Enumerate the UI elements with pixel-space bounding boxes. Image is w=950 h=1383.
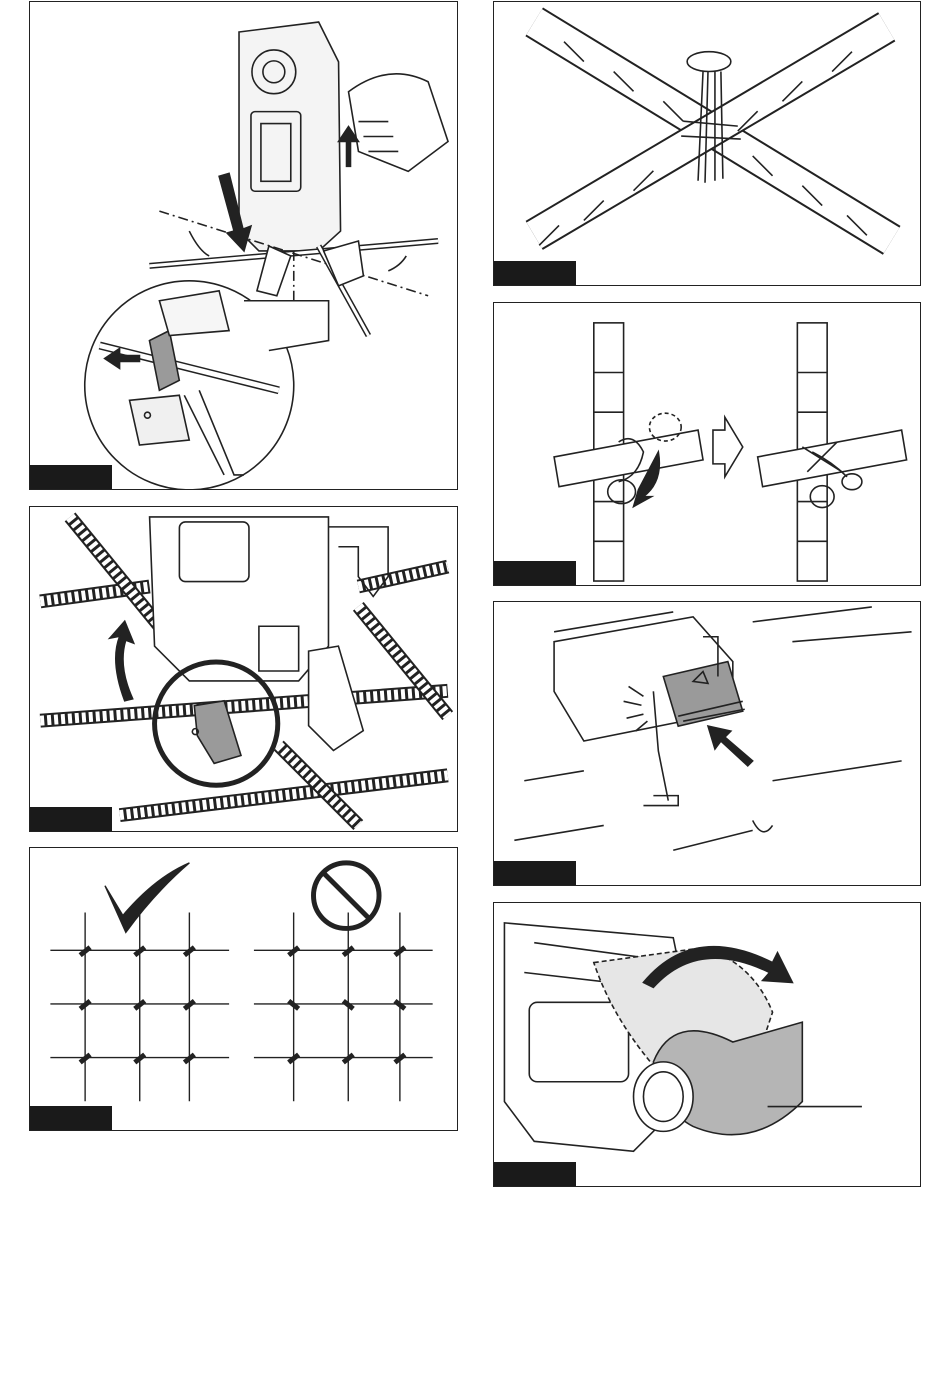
cover-rotate-icon xyxy=(494,903,920,1186)
figure-number-tab xyxy=(494,1162,576,1186)
figure-panel-cover-rotate xyxy=(493,902,921,1187)
figure-number-tab xyxy=(30,1106,112,1130)
figure-panel-tool-grid xyxy=(29,506,458,832)
figure-number-tab xyxy=(30,465,112,489)
figure-panel-wire-tie xyxy=(493,1,921,286)
figure-number-tab xyxy=(494,261,576,285)
figure-number-tab xyxy=(494,861,576,885)
check-icon xyxy=(105,863,189,933)
figure-panel-release-lever xyxy=(493,601,921,886)
wire-tie-icon xyxy=(494,2,920,285)
figure-panel-grid-comparison xyxy=(29,847,458,1131)
figure-panel-tie-twist xyxy=(493,302,921,586)
figure-panel-tool-cutting xyxy=(29,1,458,490)
release-lever-icon xyxy=(494,602,920,885)
figure-number-tab xyxy=(494,561,576,585)
tool-cutter-icon xyxy=(30,2,457,489)
tool-rebar-grid-icon xyxy=(30,507,457,831)
figure-number-tab xyxy=(30,807,112,831)
correct-grid-icon xyxy=(30,848,457,1130)
tie-twist-icon xyxy=(494,303,920,585)
